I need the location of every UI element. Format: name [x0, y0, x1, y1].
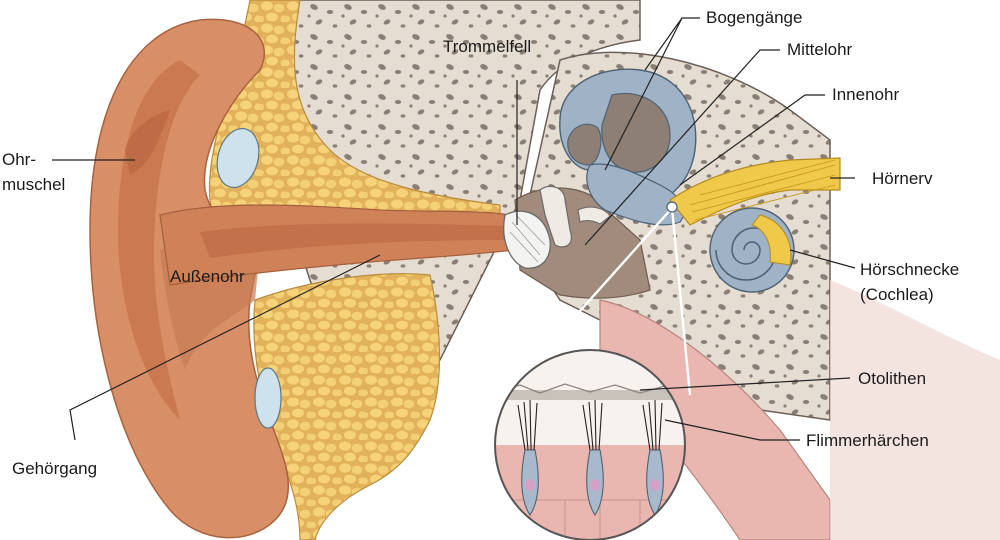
zoom-cone [504, 207, 692, 396]
leader-otolithen [639, 377, 851, 391]
leader-mittelohr [584, 49, 780, 246]
hair-cell-2 [582, 399, 604, 516]
label-hoerschnecke-2: (Cochlea) [860, 285, 934, 304]
ossicles [539, 185, 572, 248]
label-gehoergang: Gehörgang [12, 459, 97, 478]
label-ohrmuschel-2: muschel [2, 175, 65, 194]
hair-cell-3 [642, 399, 664, 516]
pinna-antihelix [125, 110, 170, 175]
label-otolithen: Otolithen [858, 369, 926, 388]
leader-innenohr [679, 94, 825, 186]
hair-cell-1 [517, 399, 539, 516]
label-hoerschnecke-1: Hörschnecke [860, 260, 959, 279]
leader-flimmerhaerchen [664, 419, 800, 441]
ear-canal-shadow [200, 223, 507, 258]
auditory-nerve-fibers [689, 159, 836, 221]
label-trommelfell: Trommelfell [443, 37, 531, 56]
eardrum-lines [509, 214, 546, 263]
stapes [577, 206, 611, 225]
cochlea-nerve-part [751, 214, 792, 266]
label-flimmerhaerchen: Flimmerhärchen [806, 431, 929, 450]
auditory-nerve [669, 157, 841, 226]
label-innenohr: Innenohr [832, 85, 899, 104]
cartilage-lower [254, 367, 282, 429]
leader-bogengaenge [604, 17, 700, 171]
vestibule [586, 163, 685, 226]
label-mittelohr: Mittelohr [787, 40, 853, 59]
label-hoernerv: Hörnerv [872, 169, 933, 188]
cochlea-spiral [715, 227, 777, 281]
label-bogengaenge: Bogengänge [706, 8, 802, 27]
zoom-origin [666, 201, 678, 213]
leader-hoerschnecke [789, 249, 856, 269]
magnified-view-border [494, 349, 686, 540]
cartilage-upper [216, 127, 260, 189]
leader-gehoergang [69, 254, 381, 441]
canal-hole-2 [567, 123, 602, 166]
tissue-right [830, 280, 1000, 540]
label-aussenohr: Außenohr [170, 267, 245, 286]
label-ohrmuschel-1: Ohr- [2, 150, 36, 169]
